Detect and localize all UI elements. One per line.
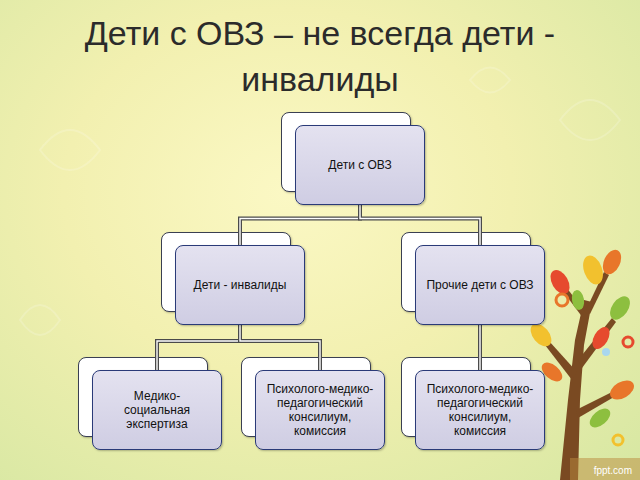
org-box: Психолого-медико- педагогический консили… <box>415 370 545 450</box>
watermark: fppt.com <box>594 465 632 476</box>
box-label: Дети с ОВЗ <box>304 158 416 172</box>
box-label: Медико- социальная экспертиза <box>101 389 213 431</box>
slide-title: Дети с ОВЗ – не всегда дети - инвалиды <box>40 10 600 102</box>
org-box: Психолого-медико- педагогический консили… <box>255 370 385 450</box>
box-label: Психолого-медико- педагогический консили… <box>424 382 536 438</box>
tree-connector <box>360 205 480 245</box>
box-label: Прочие дети с ОВЗ <box>424 278 536 292</box>
tree-connector <box>240 325 320 370</box>
tree-connector <box>480 325 481 370</box>
org-box: Дети с ОВЗ <box>295 125 425 205</box>
org-box: Медико- социальная экспертиза <box>92 370 222 450</box>
tree-connector <box>157 325 240 370</box>
box-label: Психолого-медико- педагогический консили… <box>264 382 376 438</box>
org-box: Прочие дети с ОВЗ <box>415 245 545 325</box>
box-label: Дети - инвалиды <box>184 278 296 292</box>
tree-connector <box>240 205 360 245</box>
org-box: Дети - инвалиды <box>175 245 305 325</box>
